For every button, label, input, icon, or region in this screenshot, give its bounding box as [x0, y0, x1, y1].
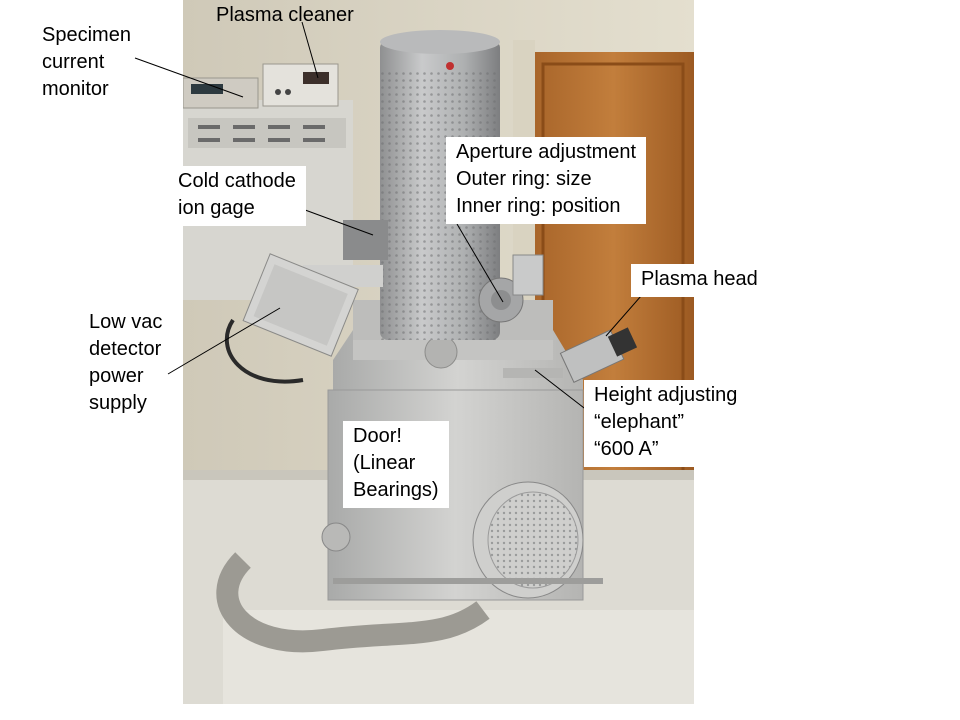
label-height-adjusting: Height adjusting “elephant” “600 A”	[584, 380, 748, 467]
label-aperture: Aperture adjustment Outer ring: size Inn…	[446, 137, 647, 224]
label-specimen-current: Specimen current monitor	[42, 24, 131, 100]
label-plasma-head: Plasma head	[631, 264, 768, 297]
label-plasma-cleaner: Plasma cleaner	[216, 4, 354, 26]
label-door: Door! (Linear Bearings)	[343, 421, 449, 508]
label-cold-cathode: Cold cathode ion gage	[168, 166, 306, 226]
label-low-vac: Low vac detector power supply	[89, 311, 163, 414]
sem-photo	[183, 0, 694, 704]
